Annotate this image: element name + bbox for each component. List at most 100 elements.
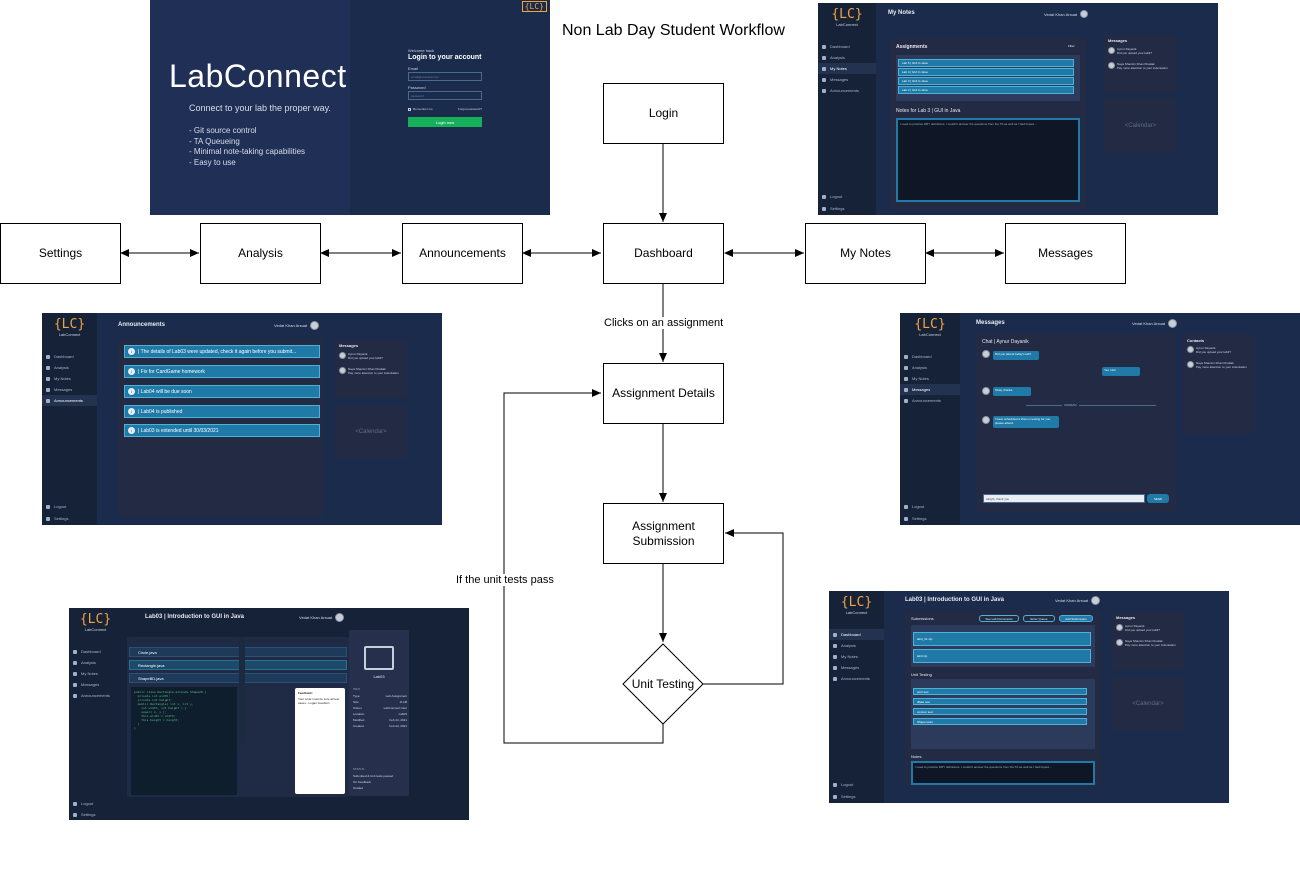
contacts-title: Contacts	[1187, 338, 1205, 343]
nav-analysis[interactable]: Analysis	[900, 362, 960, 373]
nav-settings[interactable]: Settings	[818, 204, 848, 213]
nav-settings[interactable]: Settings	[900, 514, 930, 523]
nav-messages[interactable]: Messages	[42, 384, 97, 395]
code-editor[interactable]: public class Rectangle extends Shape2D {…	[131, 687, 237, 795]
test-row[interactable]: contour test	[913, 708, 1087, 715]
user-menu[interactable]: Vedat Khan Arsuat	[299, 613, 345, 622]
nav-logout[interactable]: Logout	[69, 799, 97, 808]
nav-analysis[interactable]: Analysis	[829, 640, 884, 651]
user-menu[interactable]: Vedat Khan Arsuat	[1044, 10, 1089, 18]
notes-textarea[interactable]: I need to practice DRY definitions. I co…	[896, 118, 1080, 202]
nav-analysis[interactable]: Analysis	[818, 52, 876, 63]
nav-my-notes[interactable]: My Notes	[900, 373, 960, 384]
submission-row[interactable]: lab3_01.zip	[913, 632, 1091, 646]
feedback-text: Your code must be sure all test cases - …	[298, 697, 340, 705]
notes-textarea[interactable]: I need to practice DRY definitions. I co…	[911, 761, 1095, 785]
nav-my-notes[interactable]: My Notes	[818, 63, 876, 74]
nav-announcements[interactable]: Announcements	[42, 395, 97, 406]
file-row[interactable]: Rectangle.java	[129, 660, 347, 670]
submission-row[interactable]: lab3.zip	[913, 649, 1091, 663]
nav-dashboard[interactable]: Dashboard	[829, 629, 884, 640]
nav-settings[interactable]: Settings	[69, 810, 99, 819]
nav-messages[interactable]: Messages	[900, 384, 960, 395]
test-row[interactable]: Shape tests	[913, 718, 1087, 725]
password-field[interactable]: password	[408, 91, 482, 100]
remember-label: Remember me	[413, 107, 433, 111]
nav-logout[interactable]: Logout	[818, 192, 846, 201]
tab-enter-queue[interactable]: Enter Queue	[1023, 615, 1055, 622]
email-field[interactable]: email@example.com	[408, 72, 482, 81]
nav-dashboard[interactable]: Dashboard	[42, 351, 97, 362]
message-input[interactable]: Alright, thank you	[983, 494, 1145, 503]
status-list: Submitted & Unit tests passed On Feedbac…	[353, 773, 393, 791]
filter-button[interactable]: Filter	[1068, 44, 1075, 48]
avatar	[1187, 346, 1194, 353]
nav-dashboard[interactable]: Dashboard	[69, 646, 122, 657]
nav-analysis[interactable]: Analysis	[69, 657, 122, 668]
nav-messages[interactable]: Messages	[69, 679, 122, 690]
nav-my-notes[interactable]: My Notes	[69, 668, 122, 679]
user-menu[interactable]: Vedat Khan Arsuat	[1132, 319, 1178, 328]
nav-announcements[interactable]: Announcements	[818, 85, 876, 96]
user-menu[interactable]: Vedat Khan Arsuat	[1055, 596, 1101, 605]
announcement-item[interactable]: i| Fix for CardGame homework	[124, 365, 320, 378]
nav-dashboard[interactable]: Dashboard	[900, 351, 960, 362]
send-button[interactable]: SEND	[1147, 494, 1169, 503]
table-row[interactable]: Lab 4 | GUI in Java	[898, 68, 1074, 76]
tab-add-submission[interactable]: Add Submission	[1059, 615, 1093, 622]
file-row[interactable]: ShapeBD.java	[129, 673, 347, 683]
submissions-title: Submissions	[911, 616, 934, 621]
user-menu[interactable]: Vedat Khan Arsuat	[274, 321, 320, 330]
node-my-notes: My Notes	[805, 223, 926, 284]
page-title: Lab03 | Introduction to GUI in Java	[145, 614, 245, 620]
test-row[interactable]: dilate test	[913, 698, 1087, 705]
nav-dashboard[interactable]: Dashboard	[818, 41, 876, 52]
avatar	[982, 416, 990, 424]
nav-settings[interactable]: Settings	[829, 792, 859, 801]
nav-messages[interactable]: Messages	[829, 662, 884, 673]
forgot-password-link[interactable]: Forgot password?	[458, 107, 483, 111]
table-row[interactable]: Lab 2 | GUI in Java	[898, 86, 1074, 94]
remember-checkbox[interactable]: Remember me	[408, 107, 433, 111]
avatar	[339, 367, 346, 374]
test-row[interactable]: print test	[913, 688, 1087, 695]
page-title: Messages	[976, 320, 1005, 326]
login-button[interactable]: Login now	[408, 117, 482, 127]
table-row[interactable]: Lab 5 | GUI in Java	[898, 59, 1074, 67]
announcement-item[interactable]: i| Lab03 is extended until 30/03/2021	[124, 424, 320, 437]
nav-logout[interactable]: Logout	[42, 502, 70, 511]
nav-announcements[interactable]: Announcements	[69, 690, 122, 701]
announcement-item[interactable]: i| Lab04 will be due soon	[124, 385, 320, 398]
login-tagline: Connect to your lab the proper way.	[189, 103, 331, 113]
notes-title: Notes	[911, 754, 922, 759]
table-row[interactable]: Lab 3 | GUI in Java	[898, 77, 1074, 85]
edge-testing-details	[503, 389, 664, 744]
nav-my-notes[interactable]: My Notes	[42, 373, 97, 384]
announcement-item[interactable]: i| Lab04 is published	[124, 405, 320, 418]
nav-logout[interactable]: Logout	[900, 502, 928, 511]
notes-title: Notes for Lab 3 | GUI in Java	[896, 108, 961, 114]
nav-messages[interactable]: Messages	[818, 74, 876, 85]
nav-settings[interactable]: Settings	[42, 514, 72, 523]
nav-announcements[interactable]: Announcements	[900, 395, 960, 406]
avatar	[982, 387, 990, 395]
tab-lab-documents[interactable]: See Lab Documents	[979, 615, 1019, 622]
nav-logout[interactable]: Logout	[829, 780, 857, 789]
announcement-item[interactable]: i| The details of Lab03 were updated, ch…	[124, 345, 320, 358]
nav-announcements[interactable]: Announcements	[829, 673, 884, 684]
file-row[interactable]: Circle.java	[129, 647, 347, 657]
app-name: LabConnect	[845, 610, 868, 615]
nav-analysis[interactable]: Analysis	[42, 362, 97, 373]
nav-my-notes[interactable]: My Notes	[829, 651, 884, 662]
